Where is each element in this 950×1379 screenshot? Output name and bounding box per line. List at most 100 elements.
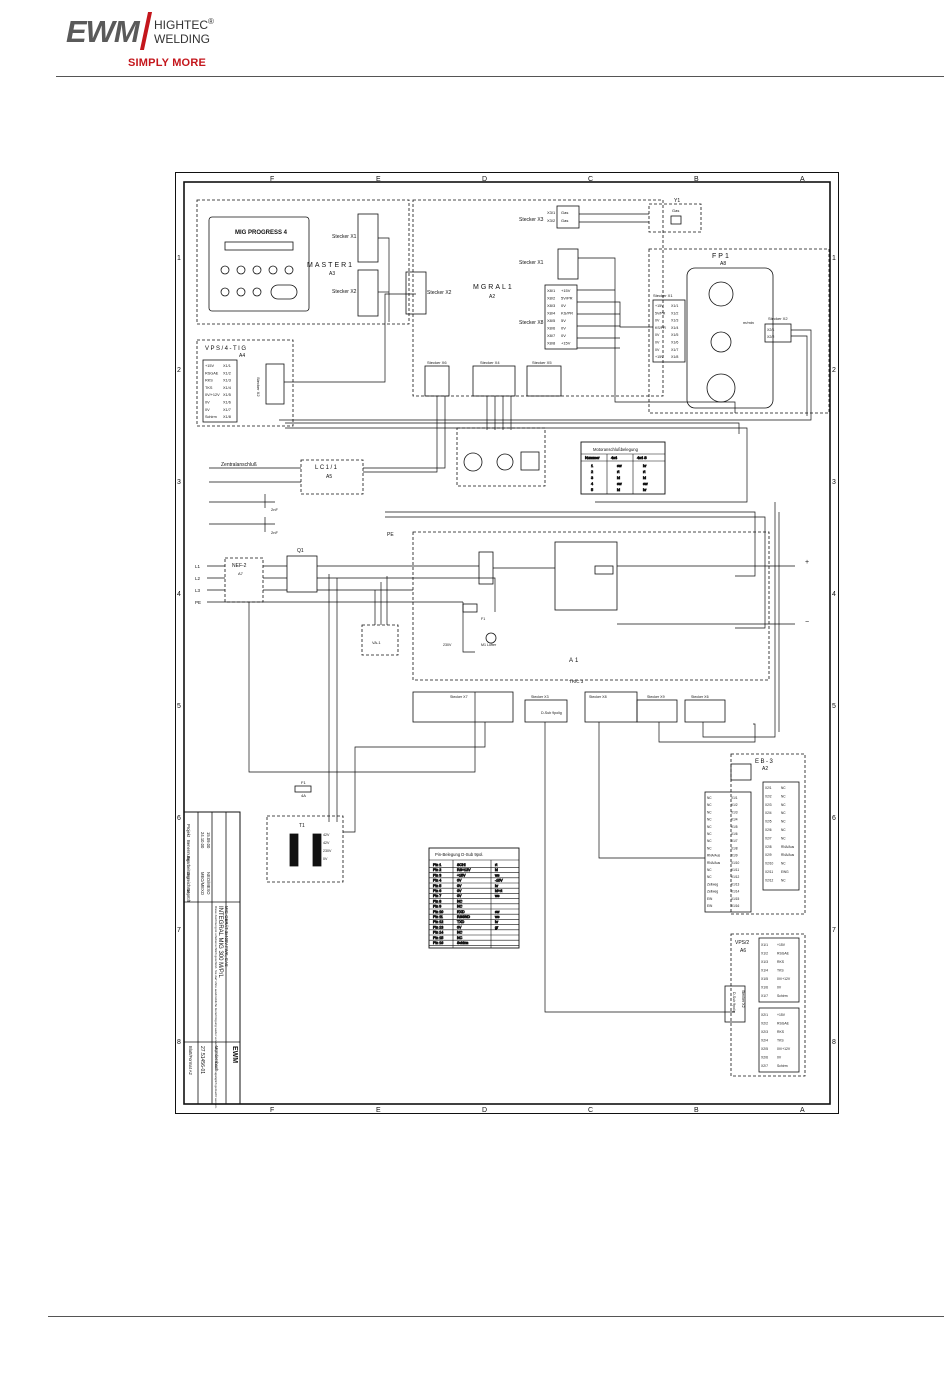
pin-label: X1/4: [671, 326, 678, 330]
capacitor-1: 2nF: [271, 507, 278, 512]
table-cell: Pin 12: [433, 920, 443, 924]
pin-label: X8/8: [547, 341, 556, 346]
header-rule: [56, 76, 944, 77]
signal-label: +15V: [561, 288, 571, 293]
pin-label: X2/10: [765, 862, 774, 866]
border-row-label: 5: [177, 703, 181, 710]
signal-label: RSGAE: [777, 1022, 790, 1026]
border-col-label: E: [376, 176, 381, 183]
table-cell: NC: [457, 905, 463, 909]
table-cell: Pin 8: [433, 899, 441, 903]
title-block-name: NEO/MEXO: [206, 872, 211, 895]
fp1-ref: A8: [720, 261, 726, 267]
pin-label: X1/8: [671, 355, 678, 359]
pin-label: X1/7: [223, 408, 231, 412]
signal-label: RKS: [205, 379, 213, 383]
signal-label: 0V: [561, 333, 566, 338]
signal-label: RSGAE: [205, 371, 219, 375]
pin-label: X1/6: [761, 986, 768, 990]
table-cell: TXD: [457, 920, 465, 924]
a1-plug-x6: Stecker X6: [691, 695, 709, 699]
table-cell: Pin 15: [433, 936, 443, 940]
pin-label: X1/5: [223, 393, 231, 397]
mgral-module: MGRAL1 A2 Stecker X2 Stecker X3 Stecker …: [412, 199, 664, 397]
filter-ref: A7: [238, 571, 244, 576]
signal-label: 0V: [205, 401, 210, 405]
border-col-label: E: [376, 1107, 381, 1114]
table-cell: 0V: [457, 925, 462, 929]
table-cell: sw: [617, 464, 622, 468]
signal-label: 5V: [561, 318, 566, 323]
signal-label: 0V: [655, 333, 660, 337]
vps4-plug: Stecker X2: [256, 377, 261, 397]
signal-label: 5V/PR: [655, 311, 666, 315]
pin-label: X1/3: [761, 960, 768, 964]
table-cell: RXD: [457, 910, 465, 914]
fp1-title: FP1: [712, 253, 731, 260]
mgral-plug-x6: Stecker X6: [427, 360, 447, 365]
table-cell: Pin 13: [433, 925, 443, 929]
master-pe: PE: [387, 532, 394, 538]
tap-label: 230V: [323, 849, 332, 853]
filter-name: NEF-2: [232, 563, 247, 569]
pin-label: X1/12: [731, 875, 740, 879]
table-cell: sw: [495, 910, 500, 914]
table-cell: Pin 9: [433, 905, 441, 909]
border-row-label: 6: [177, 815, 181, 822]
switch-ref: Q1: [297, 548, 304, 554]
signal-label: 0V: [655, 348, 660, 352]
signal-label: 0V: [561, 303, 566, 308]
pin-label: X1/6: [731, 832, 738, 836]
pin-label: X1/5: [671, 333, 678, 337]
mgral-plug-x3: Stecker X3: [519, 217, 544, 223]
pin-label: X2/5: [761, 1047, 768, 1051]
wiring: [207, 213, 812, 1013]
border-row-label: 7: [177, 927, 181, 934]
signal-label: RSGAE: [777, 952, 790, 956]
pin-label: X1/2: [223, 371, 231, 375]
pin-label: X2/9: [765, 853, 772, 857]
border-row-label: 8: [832, 1039, 836, 1046]
title-block-row: Geprüft: [186, 888, 191, 903]
a1-fan: M1 Lüfter: [481, 643, 497, 647]
a1-name: TRIC 3: [569, 679, 584, 684]
a1-shunt: F1: [481, 617, 485, 621]
signal-label: 0V/+12V: [777, 1047, 791, 1051]
border-row-label: 6: [832, 815, 836, 822]
signal-label: NC: [707, 839, 712, 843]
title-block-note: Diese Zeichnung ist urheberrechtlich ges…: [214, 906, 218, 1109]
vps2-module: VPS/2 A6 Stecker X2 D-Sub 9polig X1/1+15…: [724, 933, 806, 1077]
pin-label: X1/11: [731, 868, 739, 872]
phase-label: L1: [195, 564, 201, 569]
signal-label: NC: [781, 820, 786, 824]
fp1-x2-pin-list: X2/1X2/2: [767, 328, 774, 339]
signal-label: +15V: [655, 304, 664, 308]
pin-label: X1/2: [731, 803, 738, 807]
table-cell: RSGND: [457, 915, 470, 919]
signal-label: RNA/Aus: [781, 845, 795, 849]
a1-plug-x3: Stecker X3: [531, 695, 549, 699]
table-cell: 1: [591, 464, 593, 468]
phase-label: L3: [195, 588, 201, 593]
pin-label: X8/6: [547, 326, 556, 331]
mgral-ref: A2: [489, 294, 495, 300]
border-row-label: 4: [177, 591, 181, 598]
tagline: SIMPLY MORE: [128, 57, 206, 69]
border-col-label: F: [270, 176, 274, 183]
vps2-title: VPS/2: [735, 940, 749, 946]
table-cell: Pin 3: [433, 873, 441, 877]
lc-title: LC1/1: [315, 465, 339, 471]
dsub-table-title: Pin-Belegung D-Sub 9pol.: [435, 852, 483, 857]
vps2-ref: A6: [740, 948, 746, 954]
pin-label: X2/1: [761, 1013, 768, 1017]
signal-label: Gas: [561, 218, 568, 223]
pin-label: X2/3: [765, 803, 772, 807]
master-ref: A3: [329, 271, 335, 277]
table-cell: Schirm: [457, 941, 468, 945]
pin-label: X1/7: [761, 994, 768, 998]
